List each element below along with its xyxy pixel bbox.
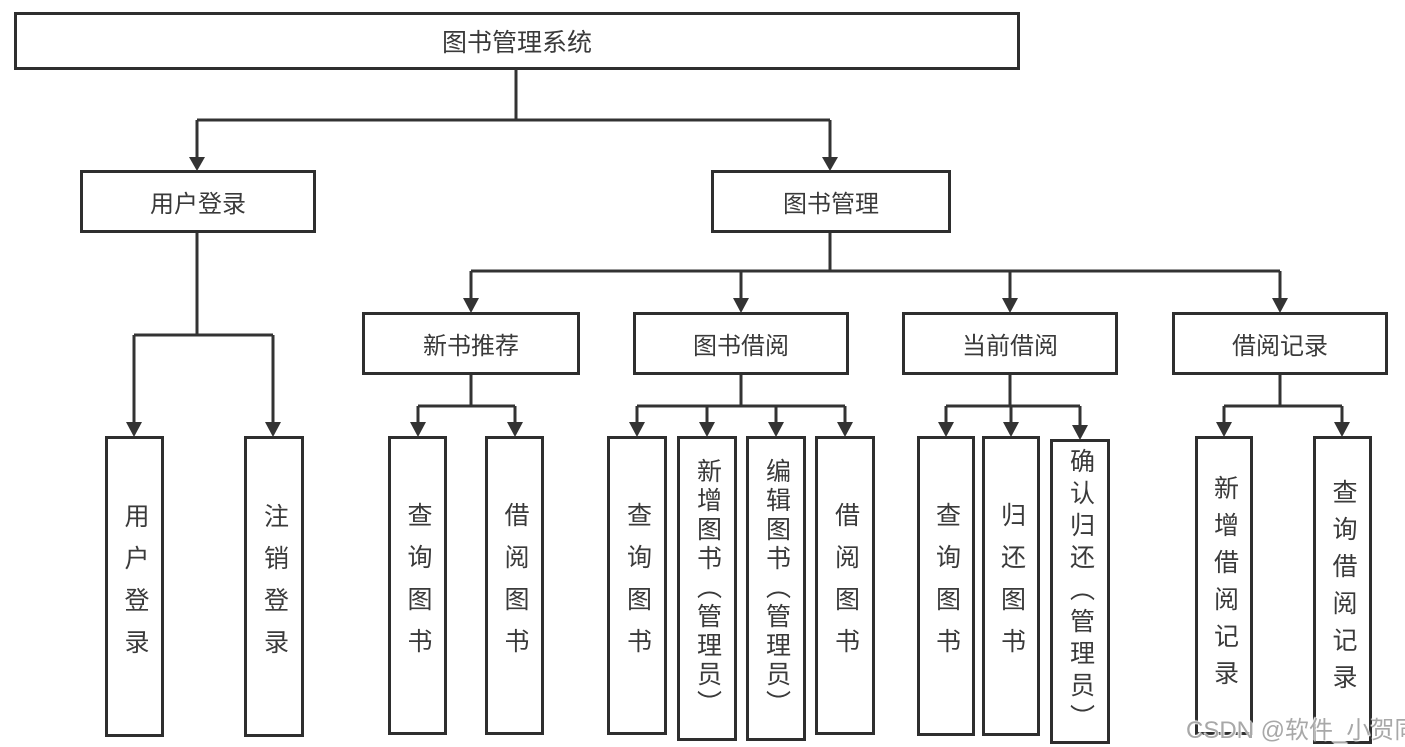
node-label: 借阅图书 <box>501 501 529 670</box>
arrowhead <box>837 422 853 437</box>
connector-root-to-level2 <box>195 69 832 158</box>
arrowhead <box>938 422 954 437</box>
node-label: 新增借阅记录 <box>1210 474 1239 697</box>
node-label: 新增图书（管理员） <box>693 458 722 719</box>
node-label: 注销登录 <box>260 502 289 671</box>
arrowhead <box>507 422 523 437</box>
leaf-rec-query-books: 查询图书 <box>388 436 447 735</box>
node-root: 图书管理系统 <box>14 12 1020 70</box>
node-label: 查询借阅记录 <box>1329 479 1357 701</box>
node-label: 新书推荐 <box>423 333 519 360</box>
arrowhead <box>1072 425 1088 440</box>
arrowhead <box>1216 422 1232 437</box>
csdn-watermark: CSDN @软件_小贺同学 <box>1186 717 1405 744</box>
arrowhead <box>1272 298 1288 313</box>
leaf-bb-borrow-books: 借阅图书 <box>815 436 875 735</box>
node-label: 用户登录 <box>150 191 246 218</box>
leaf-cb-return-books: 归还图书 <box>982 436 1040 736</box>
node-label: 用户登录 <box>121 502 149 671</box>
leaf-bb-edit-books-admin: 编辑图书（管理员） <box>746 436 806 741</box>
arrowhead <box>1002 298 1018 313</box>
node-label: 当前借阅 <box>962 333 1058 360</box>
leaf-rec-borrow-books: 借阅图书 <box>485 436 544 735</box>
node-new-book-recommend: 新书推荐 <box>362 312 580 375</box>
arrowhead <box>126 422 142 437</box>
connector-records-to-leaves <box>1222 375 1344 423</box>
node-label: 借阅图书 <box>831 501 860 670</box>
node-book-management: 图书管理 <box>711 170 951 233</box>
node-book-borrowing: 图书借阅 <box>633 312 849 375</box>
arrowhead <box>699 422 715 437</box>
arrowhead <box>463 298 479 313</box>
connector-bookborrow-to-leaves <box>635 375 847 423</box>
arrowhead <box>265 422 281 437</box>
node-label: 查询图书 <box>623 501 652 670</box>
leaf-bb-query-books: 查询图书 <box>607 436 667 735</box>
arrowhead <box>768 422 784 437</box>
leaf-cb-query-books: 查询图书 <box>917 436 975 736</box>
connector-newrec-to-leaves <box>416 375 517 423</box>
node-label: 图书借阅 <box>693 333 789 360</box>
node-label: 查询图书 <box>932 502 961 670</box>
leaf-user-login: 用户登录 <box>105 436 164 737</box>
node-borrowing-records: 借阅记录 <box>1172 312 1388 375</box>
leaf-cb-confirm-return-admin: 确认归还（管理员） <box>1050 439 1110 744</box>
node-label: 确认归还（管理员） <box>1066 447 1095 736</box>
node-label: 归还图书 <box>997 502 1026 670</box>
leaf-br-query-record: 查询借阅记录 <box>1313 436 1372 744</box>
arrowhead <box>1334 422 1350 437</box>
connector-bookmgmt-to-level3 <box>469 233 1282 299</box>
node-label: 图书管理 <box>783 191 879 218</box>
node-label: 编辑图书（管理员） <box>762 458 791 719</box>
arrowhead <box>822 157 838 171</box>
arrowhead <box>733 298 749 313</box>
node-label: 图书管理系统 <box>441 29 592 57</box>
leaf-br-add-record: 新增借阅记录 <box>1195 436 1253 735</box>
arrowhead <box>1003 422 1019 437</box>
node-user-login: 用户登录 <box>80 170 316 233</box>
node-label: 查询图书 <box>404 501 432 670</box>
arrowhead <box>189 157 205 171</box>
arrowhead <box>410 422 426 437</box>
node-label: 借阅记录 <box>1232 333 1328 360</box>
leaf-logout: 注销登录 <box>244 436 304 737</box>
leaf-bb-add-books-admin: 新增图书（管理员） <box>677 436 737 741</box>
connector-userlogin-to-leaves <box>132 233 275 423</box>
arrowhead <box>629 422 645 437</box>
connector-currentborrow-to-leaves <box>944 375 1082 425</box>
node-current-borrowing: 当前借阅 <box>902 312 1118 375</box>
